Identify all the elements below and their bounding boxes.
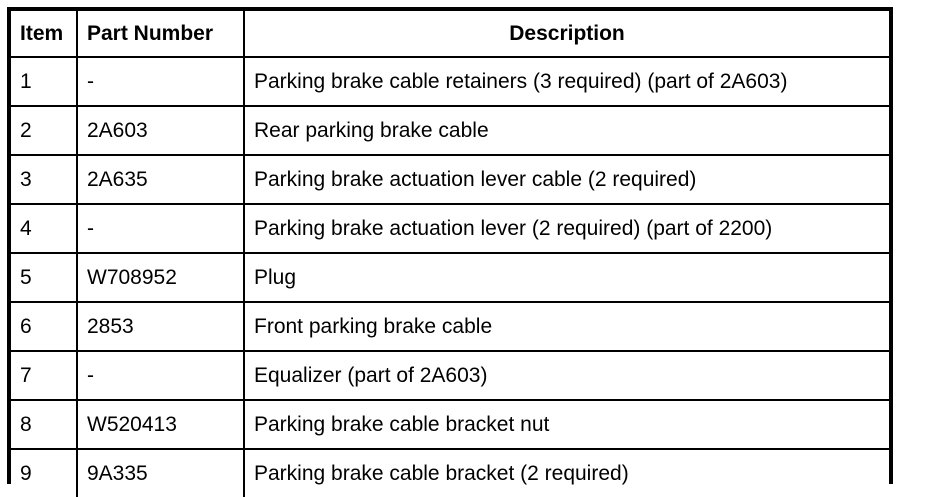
column-header-item: Item [11, 11, 78, 58]
cell-part-number: 2A603 [77, 106, 245, 156]
cell-description: Parking brake actuation lever cable (2 r… [244, 155, 889, 205]
table-body: 1 - Parking brake cable retainers (3 req… [11, 57, 889, 497]
table-header: Item Part Number Description [11, 11, 889, 58]
cell-part-number: 9A335 [77, 449, 245, 497]
cell-description: Rear parking brake cable [244, 106, 889, 156]
cell-description: Parking brake cable bracket nut [244, 400, 889, 450]
cell-description: Parking brake cable retainers (3 require… [244, 57, 889, 107]
column-header-part-number: Part Number [77, 11, 245, 58]
table-row: 3 2A635 Parking brake actuation lever ca… [11, 155, 889, 205]
cell-description: Parking brake actuation lever (2 require… [244, 204, 889, 254]
cell-part-number: 2853 [77, 302, 245, 352]
cell-item: 7 [11, 351, 78, 401]
table-row: 9 9A335 Parking brake cable bracket (2 r… [11, 449, 889, 497]
cell-part-number: W520413 [77, 400, 245, 450]
cell-item: 8 [11, 400, 78, 450]
table-row: 2 2A603 Rear parking brake cable [11, 106, 889, 156]
cell-item: 9 [11, 449, 78, 497]
cell-item: 1 [11, 57, 78, 107]
parts-table: Item Part Number Description 1 - Parking… [11, 11, 889, 497]
cell-part-number: - [77, 204, 245, 254]
table-row: 5 W708952 Plug [11, 253, 889, 303]
cell-part-number: W708952 [77, 253, 245, 303]
table-row: 1 - Parking brake cable retainers (3 req… [11, 57, 889, 107]
table-header-row: Item Part Number Description [11, 11, 889, 58]
cell-description: Equalizer (part of 2A603) [244, 351, 889, 401]
cell-part-number: - [77, 57, 245, 107]
cell-part-number: - [77, 351, 245, 401]
cell-item: 6 [11, 302, 78, 352]
cell-item: 5 [11, 253, 78, 303]
cell-part-number: 2A635 [77, 155, 245, 205]
column-header-description: Description [244, 11, 889, 58]
cell-description: Plug [244, 253, 889, 303]
parts-table-container: Item Part Number Description 1 - Parking… [7, 7, 893, 497]
cell-description: Parking brake cable bracket (2 required) [244, 449, 889, 497]
cell-description: Front parking brake cable [244, 302, 889, 352]
table-row: 4 - Parking brake actuation lever (2 req… [11, 204, 889, 254]
table-row: 8 W520413 Parking brake cable bracket nu… [11, 400, 889, 450]
cell-item: 4 [11, 204, 78, 254]
table-row: 7 - Equalizer (part of 2A603) [11, 351, 889, 401]
cell-item: 3 [11, 155, 78, 205]
table-row: 6 2853 Front parking brake cable [11, 302, 889, 352]
cell-item: 2 [11, 106, 78, 156]
